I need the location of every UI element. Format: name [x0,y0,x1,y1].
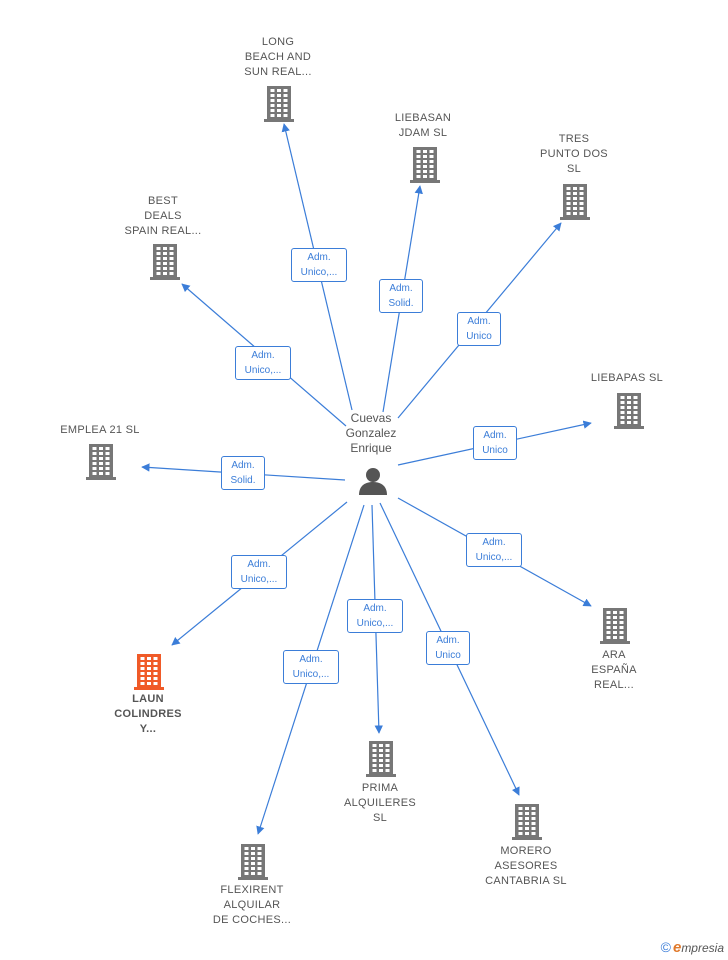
building-icon-long-beach[interactable] [264,86,294,122]
relation-label-emplea[interactable]: Adm. Solid. [221,456,265,490]
company-label-long-beach[interactable]: LONG BEACH AND SUN REAL... [244,36,312,78]
company-label-liebasan[interactable]: LIEBASAN JDAM SL [394,112,452,139]
company-label-best-deals[interactable]: BEST DEALS SPAIN REAL... [124,195,202,237]
building-icon-laun[interactable] [134,654,164,690]
building-icon-ara-espana[interactable] [600,608,630,644]
relation-label-liebapas[interactable]: Adm. Unico [473,426,517,460]
company-label-laun[interactable]: LAUN COLINDRES Y... [114,693,182,735]
relation-label-long-beach[interactable]: Adm. Unico,... [291,248,347,282]
relation-label-ara-espana[interactable]: Adm. Unico,... [466,533,522,567]
relation-label-laun[interactable]: Adm. Unico,... [231,555,287,589]
person-name[interactable]: Cuevas Gonzalez Enrique [345,411,397,455]
relation-label-flexirent[interactable]: Adm. Unico,... [283,650,339,684]
building-icon-liebapas[interactable] [614,393,644,429]
building-icon-liebasan[interactable] [410,147,440,183]
building-icon-morero[interactable] [512,804,542,840]
relation-label-tres-punto[interactable]: Adm. Unico [457,312,501,346]
person-icon[interactable] [358,466,388,496]
company-label-liebapas[interactable]: LIEBAPAS SL [590,372,664,384]
brand-initial: e [672,939,682,956]
brand-watermark: ©empresia [661,939,724,956]
brand-name: mpresia [681,941,724,955]
company-label-ara-espana[interactable]: ARA ESPAÑA REAL... [591,649,637,691]
copyright-symbol: © [660,939,671,955]
company-label-flexirent[interactable]: FLEXIRENT ALQUILAR DE COCHES... [212,884,292,926]
relation-label-best-deals[interactable]: Adm. Unico,... [235,346,291,380]
building-icon-prima[interactable] [366,741,396,777]
company-label-prima[interactable]: PRIMA ALQUILERES SL [343,782,417,824]
building-icon-emplea[interactable] [86,444,116,480]
building-icon-tres-punto[interactable] [560,184,590,220]
building-icon-flexirent[interactable] [238,844,268,880]
company-label-morero[interactable]: MORERO ASESORES CANTABRIA SL [485,845,567,887]
relation-label-liebasan[interactable]: Adm. Solid. [379,279,423,313]
relation-label-prima[interactable]: Adm. Unico,... [347,599,403,633]
company-label-emplea[interactable]: EMPLEA 21 SL [60,424,140,436]
building-icon-best-deals[interactable] [150,244,180,280]
company-label-tres-punto[interactable]: TRES PUNTO DOS SL [540,133,608,175]
relation-label-morero[interactable]: Adm. Unico [426,631,470,665]
